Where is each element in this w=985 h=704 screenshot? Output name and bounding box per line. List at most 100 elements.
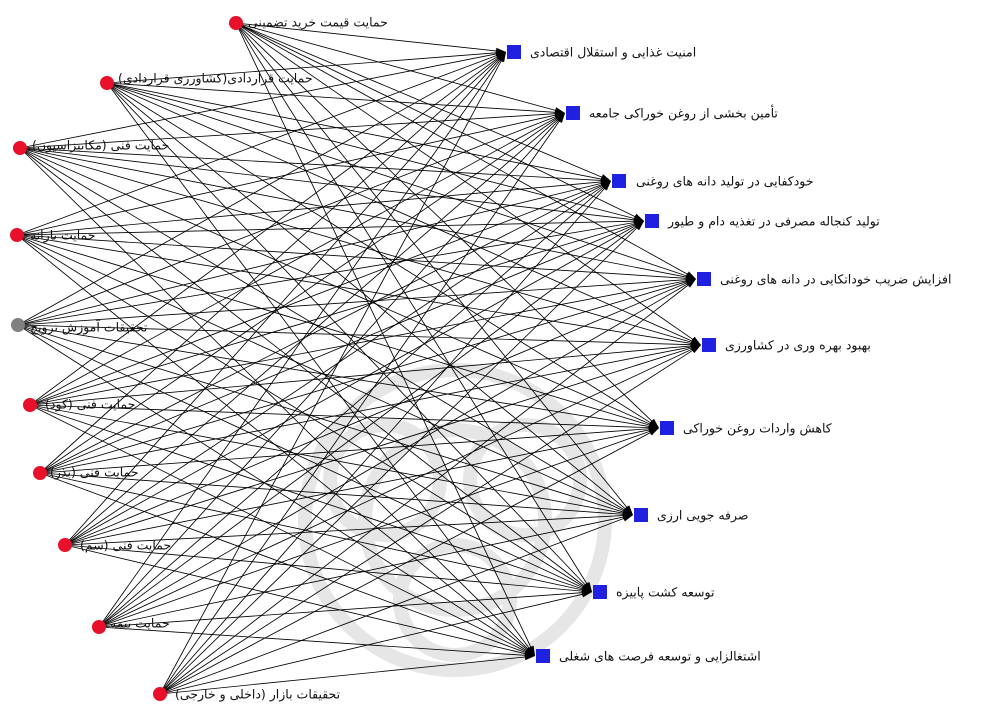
edge-s7-t1 bbox=[64, 119, 558, 546]
watermark-logo bbox=[298, 363, 612, 677]
edge-s7-t4 bbox=[64, 282, 687, 546]
edge-s4-t9 bbox=[17, 324, 527, 651]
source-node-s4[interactable] bbox=[11, 318, 25, 332]
edge-s7-t3 bbox=[64, 225, 636, 546]
target-node-label-t5: بهبود بهره وری در کشاورزی bbox=[725, 338, 871, 354]
source-node-label-s8: حمایت بیمه bbox=[110, 616, 170, 631]
edge-s8-t0 bbox=[98, 59, 501, 628]
edge-s8-t5 bbox=[98, 348, 693, 628]
source-node-s3[interactable] bbox=[10, 228, 24, 242]
source-node-label-s2: حمایت فنی (مکانیزاسیون) bbox=[32, 138, 169, 154]
edge-s3-t7 bbox=[16, 234, 625, 512]
source-node-s6[interactable] bbox=[33, 466, 47, 480]
edge-s1-t6 bbox=[106, 82, 651, 424]
arrowhead-s9-t3 bbox=[634, 221, 644, 231]
edge-s0-t6 bbox=[235, 22, 653, 422]
edge-s6-t8 bbox=[39, 472, 583, 591]
edge-s9-t2 bbox=[159, 188, 605, 695]
target-node-label-t6: کاهش واردات روغن خوراکی bbox=[683, 421, 832, 437]
edge-s1-t5 bbox=[106, 82, 693, 342]
target-node-label-t2: خودکفایی در تولید دانه های روغنی bbox=[636, 174, 813, 190]
target-node-t8[interactable] bbox=[593, 585, 607, 599]
source-node-s0[interactable] bbox=[229, 16, 243, 30]
edge-s3-t0 bbox=[16, 55, 497, 236]
edge-s1-t7 bbox=[106, 82, 626, 509]
edge-s1-t9 bbox=[106, 82, 530, 649]
edge-s4-t0 bbox=[17, 56, 498, 326]
edge-s0-t7 bbox=[235, 22, 628, 508]
edge-s5-t1 bbox=[29, 117, 557, 406]
source-node-label-s3: حمایت یارانه bbox=[30, 228, 95, 244]
edge-s8-t7 bbox=[98, 516, 624, 628]
target-node-label-t3: تولید کنجاله مصرفی در تغذیه دام و طیور bbox=[667, 214, 880, 230]
target-node-t1[interactable] bbox=[566, 106, 580, 120]
edge-s7-t0 bbox=[64, 59, 500, 546]
edge-s1-t2 bbox=[106, 82, 602, 180]
edge-s9-t4 bbox=[159, 284, 689, 695]
arrowhead-s9-t6 bbox=[648, 428, 659, 436]
source-node-s9[interactable] bbox=[153, 687, 167, 701]
edge-s0-t2 bbox=[235, 22, 602, 178]
edge-s3-t4 bbox=[16, 234, 687, 279]
arrowheads-layer bbox=[495, 47, 701, 661]
edge-s0-t8 bbox=[235, 22, 588, 584]
nodes-layer: حمایت قیمت خرید تضمینی حمایت قراردادی(کشا… bbox=[10, 15, 951, 703]
target-node-t3[interactable] bbox=[645, 214, 659, 228]
target-node-label-t8: توسعه کشت پاییزه bbox=[616, 585, 715, 601]
source-node-s2[interactable] bbox=[13, 141, 27, 155]
arrowhead-s9-t1 bbox=[556, 113, 565, 124]
edge-s6-t7 bbox=[39, 472, 624, 515]
edge-s4-t6 bbox=[17, 324, 650, 427]
edge-s6-t0 bbox=[39, 58, 499, 474]
edge-s0-t4 bbox=[235, 22, 688, 275]
arrowhead-s9-t7 bbox=[622, 515, 633, 522]
edge-s6-t4 bbox=[39, 281, 687, 474]
edge-s0-t5 bbox=[235, 22, 694, 340]
edge-s1-t1 bbox=[106, 82, 556, 113]
edge-s5-t5 bbox=[29, 345, 692, 406]
source-node-label-s4: تحقیقات آموزش ترویج bbox=[30, 320, 148, 336]
source-node-s7[interactable] bbox=[58, 538, 72, 552]
target-node-t5[interactable] bbox=[702, 338, 716, 352]
edge-s9-t1 bbox=[159, 120, 560, 695]
edge-s4-t2 bbox=[17, 182, 602, 326]
edge-s2-t0 bbox=[19, 53, 497, 149]
edge-s4-t5 bbox=[17, 324, 692, 346]
edge-s0-t9 bbox=[235, 22, 532, 648]
edge-s9-t8 bbox=[159, 593, 583, 695]
edge-s0-t3 bbox=[235, 22, 636, 218]
target-node-t0[interactable] bbox=[507, 45, 521, 59]
source-node-label-s1: حمایت قراردادی(کشاورزی قراردادی) bbox=[118, 71, 313, 87]
edge-s6-t6 bbox=[39, 428, 650, 474]
edge-s6-t2 bbox=[39, 185, 603, 474]
edge-s4-t1 bbox=[17, 116, 556, 326]
edge-s9-t5 bbox=[159, 350, 693, 695]
arrowhead-s9-t5 bbox=[690, 345, 701, 354]
edge-s3-t3 bbox=[16, 220, 635, 236]
edge-s9-t0 bbox=[159, 60, 502, 695]
target-node-label-t7: صرفه جویی ارزی bbox=[657, 508, 749, 524]
edge-s2-t8 bbox=[19, 147, 585, 587]
edge-s3-t2 bbox=[16, 181, 602, 236]
arrowhead-s9-t4 bbox=[686, 279, 696, 288]
target-node-t4[interactable] bbox=[697, 272, 711, 286]
target-node-t6[interactable] bbox=[660, 421, 674, 435]
source-node-s8[interactable] bbox=[92, 620, 106, 634]
source-node-label-s9: تحقیقات بازار (داخلی و خارجی) bbox=[175, 687, 341, 703]
target-node-t9[interactable] bbox=[536, 649, 550, 663]
edge-s3-t8 bbox=[16, 234, 584, 588]
edge-s9-t7 bbox=[159, 518, 624, 695]
edge-s5-t2 bbox=[29, 184, 602, 406]
edge-s8-t8 bbox=[98, 592, 583, 628]
source-node-s1[interactable] bbox=[100, 76, 114, 90]
target-node-t2[interactable] bbox=[612, 174, 626, 188]
source-node-label-s0: حمایت قیمت خرید تضمینی bbox=[248, 15, 388, 31]
edge-s7-t7 bbox=[64, 515, 624, 546]
edge-s5-t4 bbox=[29, 280, 687, 406]
edge-s6-t9 bbox=[39, 472, 526, 653]
source-node-s5[interactable] bbox=[23, 398, 37, 412]
edge-s3-t5 bbox=[16, 234, 692, 344]
target-node-t7[interactable] bbox=[634, 508, 648, 522]
edge-s2-t5 bbox=[19, 147, 692, 343]
